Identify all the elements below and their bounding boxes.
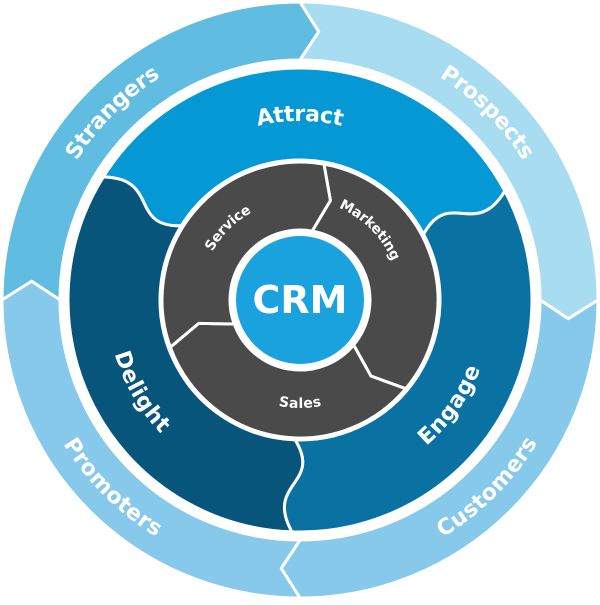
inner-ring xyxy=(160,160,440,440)
inner-segment-service xyxy=(160,160,332,349)
middle-segment-delight xyxy=(66,175,305,534)
center-hub-circle xyxy=(236,236,364,364)
inner-label-sales: Sales xyxy=(278,394,323,412)
outer-segment-promoters xyxy=(0,279,302,600)
middle-label-attract: Attract xyxy=(254,101,346,131)
middle-ring xyxy=(66,66,534,534)
center-label: CRM xyxy=(253,278,348,322)
center-hub: CRM xyxy=(230,230,370,370)
inner-segment-marketing xyxy=(310,162,440,391)
inner-segment-sales xyxy=(168,321,408,440)
